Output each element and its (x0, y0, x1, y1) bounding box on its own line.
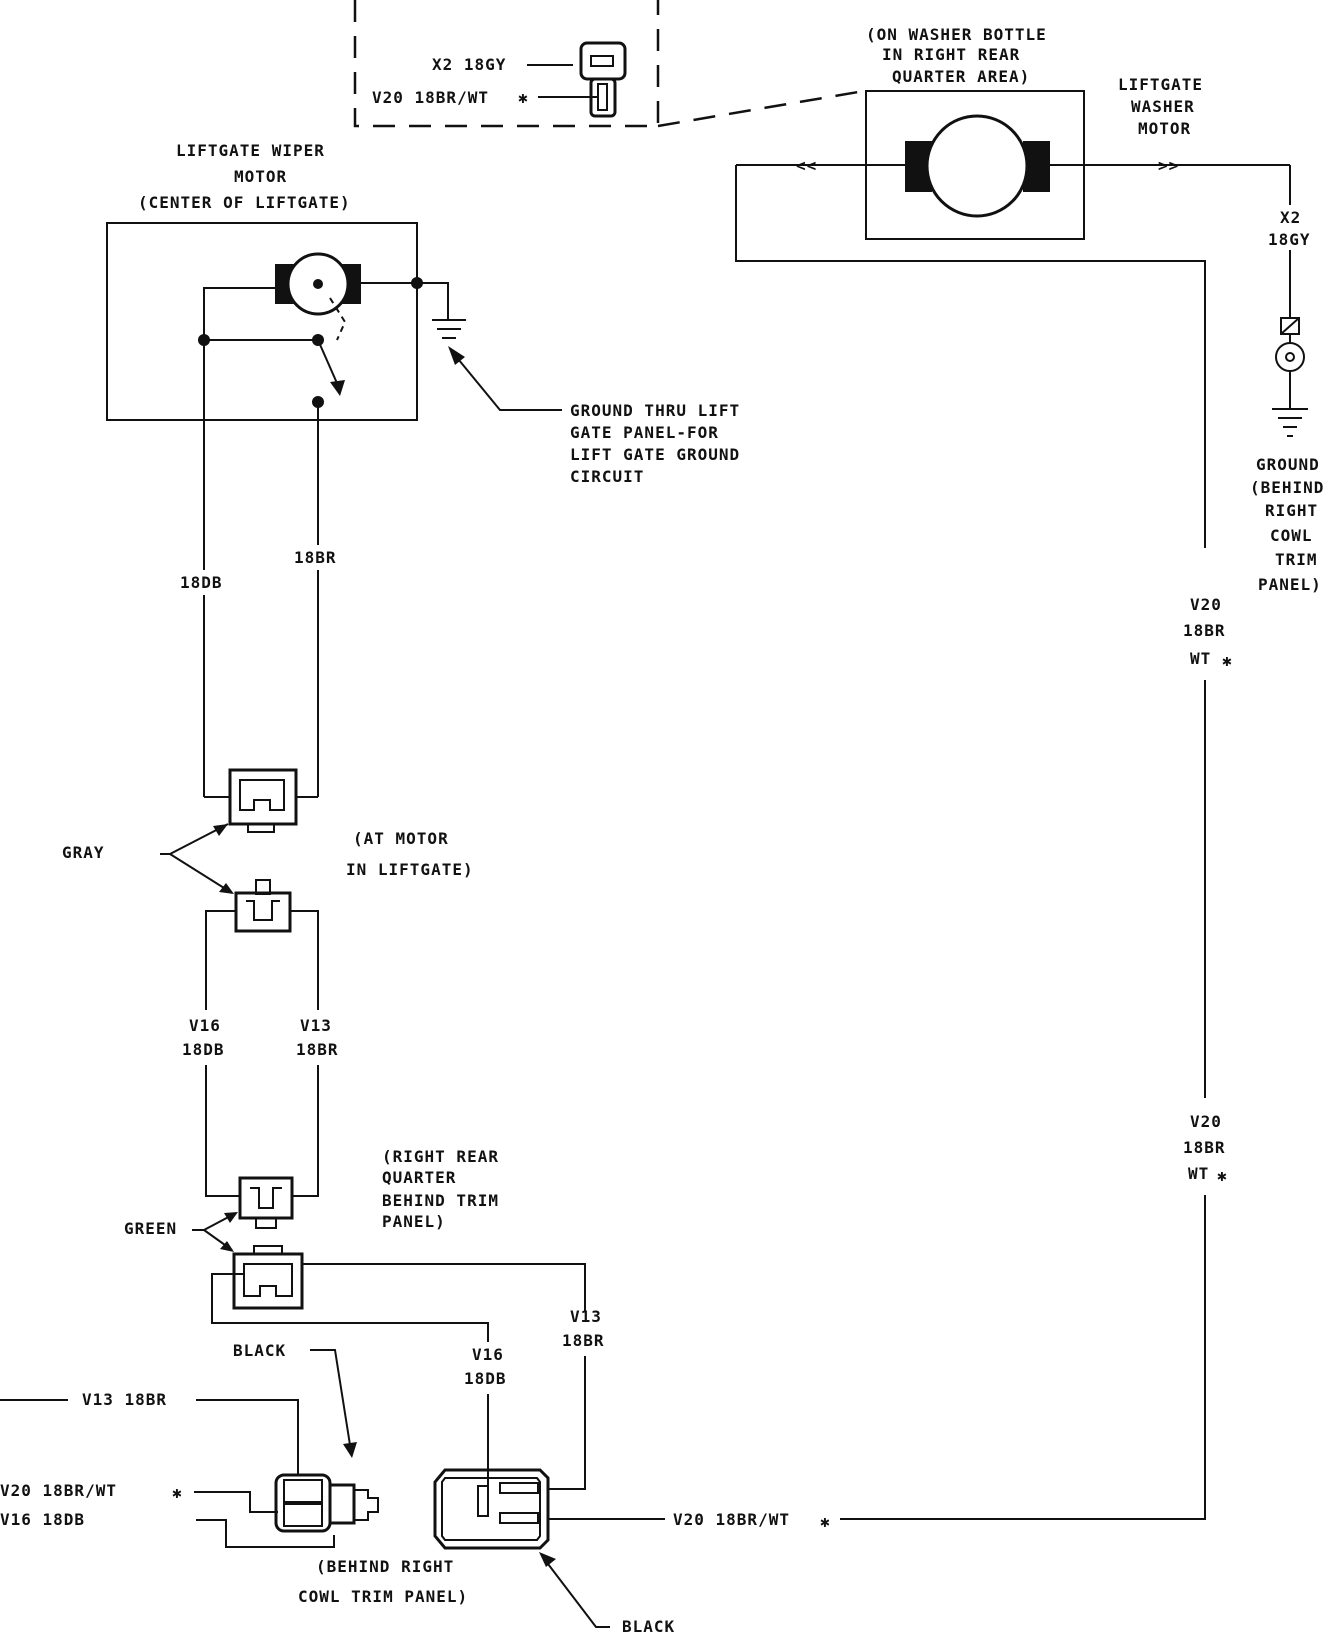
wiper-motor-title-line-1: LIFTGATE WIPER (176, 141, 325, 160)
lower-wire-right-line-1: V13 (570, 1307, 602, 1326)
ground-note-line-2: GATE PANEL-FOR (570, 423, 719, 442)
black-left-location-line-2: COWL TRIM PANEL) (298, 1587, 468, 1606)
washer-motor-assembly: (ON WASHER BOTTLE IN RIGHT REAR QUARTER … (735, 25, 1291, 548)
v20-upper-label-line-1: V20 (1190, 595, 1222, 614)
black-left-color-label: BLACK (233, 1341, 286, 1360)
mid-wire-right-line-2: 18BR (296, 1040, 339, 1059)
green-connector-location-line-3: BEHIND TRIM (382, 1191, 499, 1210)
gray-connector-pair: GRAY (AT MOTOR IN LIFTGATE) (62, 768, 474, 933)
washer-motor-title-line-1: LIFTGATE (1118, 75, 1203, 94)
green-connector-upper-icon (238, 1176, 294, 1229)
v20-upper-star: ✱ (1222, 651, 1233, 670)
washer-left-connector-chevron: << (796, 156, 817, 175)
washer-motor-title-line-3: MOTOR (1138, 119, 1191, 138)
right-ground-circuit: X2 18GY GROUND (BEHIND RIGHT COWL TRIM P… (1250, 208, 1324, 594)
motor-lead-wires: 18DB 18BR (180, 340, 337, 798)
inset-wire-x2-label: X2 18GY (432, 55, 506, 74)
motor-lead-left-label: 18DB (180, 573, 223, 592)
green-connector-location-line-2: QUARTER (382, 1168, 456, 1187)
green-connector-pair: GREEN (RIGHT REAR QUARTER BEHIND TRIM PA… (124, 1147, 499, 1310)
black-left-wire-2-star: ✱ (172, 1483, 183, 1502)
wiper-motor-box (106, 222, 418, 421)
right-ground-symbol-icon (1272, 408, 1308, 437)
mid-wires: V16 18DB V13 18BR (182, 910, 339, 1197)
green-connector-location-line-1: (RIGHT REAR (382, 1147, 499, 1166)
gray-connector-location-line-2: IN LIFTGATE) (346, 860, 474, 879)
green-connector-color-label: GREEN (124, 1219, 177, 1238)
right-ground-label-line-2: (BEHIND (1250, 478, 1324, 497)
ground-note-line-3: LIFT GATE GROUND (570, 445, 740, 464)
right-ground-label-line-6: PANEL) (1258, 575, 1322, 594)
right-ground-label-line-1: GROUND (1256, 455, 1320, 474)
right-ground-wire-line-2: 18GY (1268, 230, 1311, 249)
washer-motor-icon (925, 114, 1029, 218)
inset-wire-v20-label: V20 18BR/WT (372, 88, 489, 107)
black-right-wire-star: ✱ (820, 1512, 831, 1531)
mid-wire-left-line-2: 18DB (182, 1040, 225, 1059)
inset-leader-line (657, 88, 871, 128)
black-left-wire-1-label: V13 18BR (82, 1390, 167, 1409)
gray-connector-upper-icon (228, 768, 298, 833)
lower-wire-right-line-2: 18BR (562, 1331, 605, 1350)
lower-wire-left-line-2: 18DB (464, 1369, 507, 1388)
wiper-motor-assembly: LIFTGATE WIPER MOTOR (CENTER OF LIFTGATE… (106, 141, 466, 421)
black-connector-right-icon (433, 1468, 550, 1550)
ground-splice-icon (1275, 317, 1305, 372)
right-ground-wire-line-1: X2 (1280, 208, 1301, 227)
ground-note: GROUND THRU LIFT GATE PANEL-FOR LIFT GAT… (448, 346, 740, 486)
wiper-ground-symbol-icon (432, 319, 466, 339)
black-left-wire-2-label: V20 18BR/WT (0, 1481, 117, 1500)
right-ground-label-line-3: RIGHT (1265, 501, 1318, 520)
black-left-location-line-1: (BEHIND RIGHT (316, 1557, 454, 1576)
mid-wire-right-line-1: V13 (300, 1016, 332, 1035)
right-ground-label-line-5: TRIM (1275, 550, 1318, 569)
washer-motor-title-line-2: WASHER (1131, 97, 1195, 116)
v20-lower-label-line-3: WT (1188, 1164, 1209, 1183)
lower-wires: V16 18DB V13 18BR (211, 1263, 605, 1500)
green-connector-lower-icon (232, 1245, 304, 1310)
gray-connector-location-line-1: (AT MOTOR (353, 829, 449, 848)
v20-lower-label-line-2: 18BR (1183, 1138, 1226, 1157)
v20-lower-star: ✱ (1217, 1166, 1228, 1185)
black-right-color-label: BLACK (622, 1617, 675, 1636)
green-connector-location-line-4: PANEL) (382, 1212, 446, 1231)
black-connector-left: V13 18BR V20 18BR/WT ✱ V16 18DB BLACK (B… (0, 1341, 468, 1606)
washer-right-connector-chevron: >> (1158, 156, 1179, 175)
washer-motor-location-line-2: IN RIGHT REAR (882, 45, 1020, 64)
right-ground-label-line-4: COWL (1270, 526, 1313, 545)
motor-lead-right-label: 18BR (294, 548, 337, 567)
ground-note-line-4: CIRCUIT (570, 467, 644, 486)
black-connector-left-icon (274, 1473, 379, 1533)
v20-upper-label-line-3: WT (1190, 649, 1211, 668)
washer-motor-location-line-1: (ON WASHER BOTTLE (866, 25, 1047, 44)
mid-wire-left-line-1: V16 (189, 1016, 221, 1035)
inset-star-symbol: ✱ (518, 88, 529, 107)
wiper-motor-title-line-3: (CENTER OF LIFTGATE) (138, 193, 351, 212)
ground-note-line-1: GROUND THRU LIFT (570, 401, 740, 420)
black-right-wire-label: V20 18BR/WT (673, 1510, 790, 1529)
v20-lower-label-line-1: V20 (1190, 1112, 1222, 1131)
black-connector-right: V20 18BR/WT ✱ BLACK (433, 1468, 831, 1636)
black-left-wire-3-label: V16 18DB (0, 1510, 85, 1529)
v20-right-wire: V20 18BR WT ✱ V20 18BR WT ✱ (840, 595, 1233, 1520)
lower-wire-left-line-1: V16 (472, 1345, 504, 1364)
gray-connector-lower-icon (234, 879, 292, 933)
inset-connector-box: X2 18GY V20 18BR/WT ✱ (353, 0, 871, 128)
v20-upper-label-line-2: 18BR (1183, 621, 1226, 640)
washer-motor-location-line-3: QUARTER AREA) (892, 67, 1030, 86)
gray-connector-color-label: GRAY (62, 843, 105, 862)
wiper-motor-title-line-2: MOTOR (234, 167, 287, 186)
inset-connector-icon (579, 41, 627, 118)
